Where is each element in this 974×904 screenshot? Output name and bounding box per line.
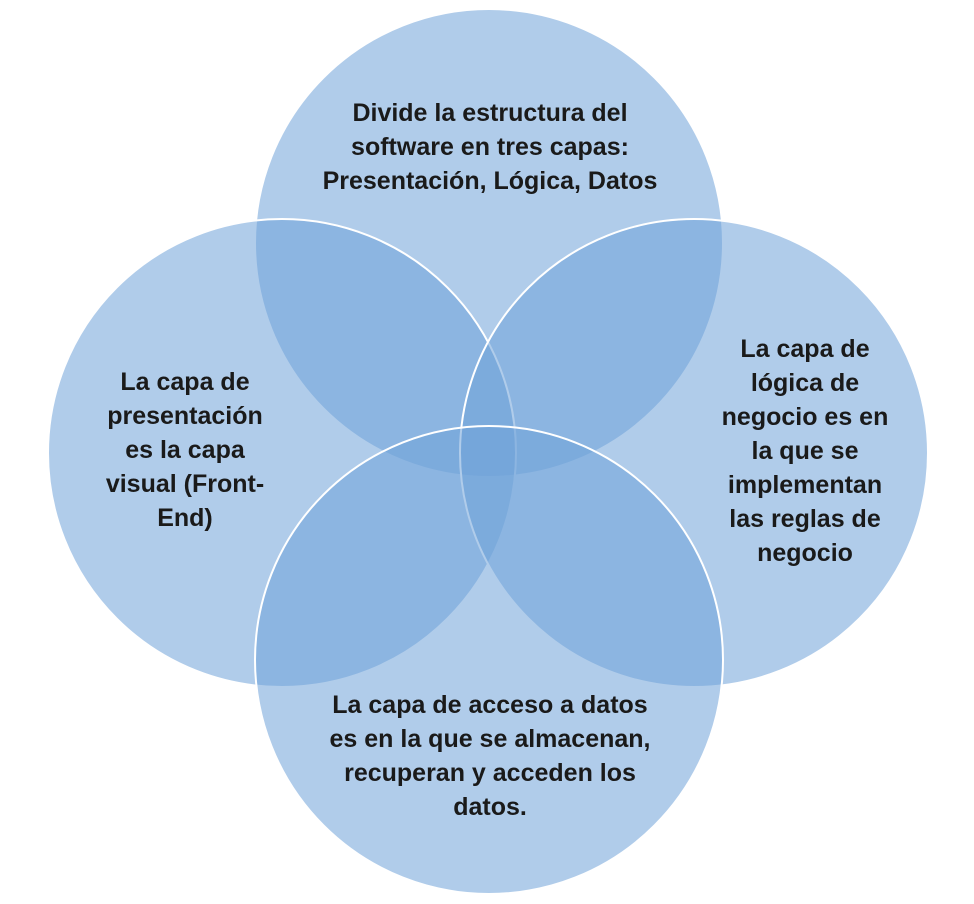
circle-bottom-label: La capa de acceso a datos es en la que s… bbox=[329, 691, 651, 821]
circle-left-label: La capa de presentación es la capa visua… bbox=[105, 368, 265, 532]
circle-top-label: Divide la estructura del software en tre… bbox=[322, 99, 658, 195]
circle-right-label: La capa de lógica de negocio es en la qu… bbox=[721, 335, 889, 567]
circle-bottom bbox=[254, 425, 724, 895]
